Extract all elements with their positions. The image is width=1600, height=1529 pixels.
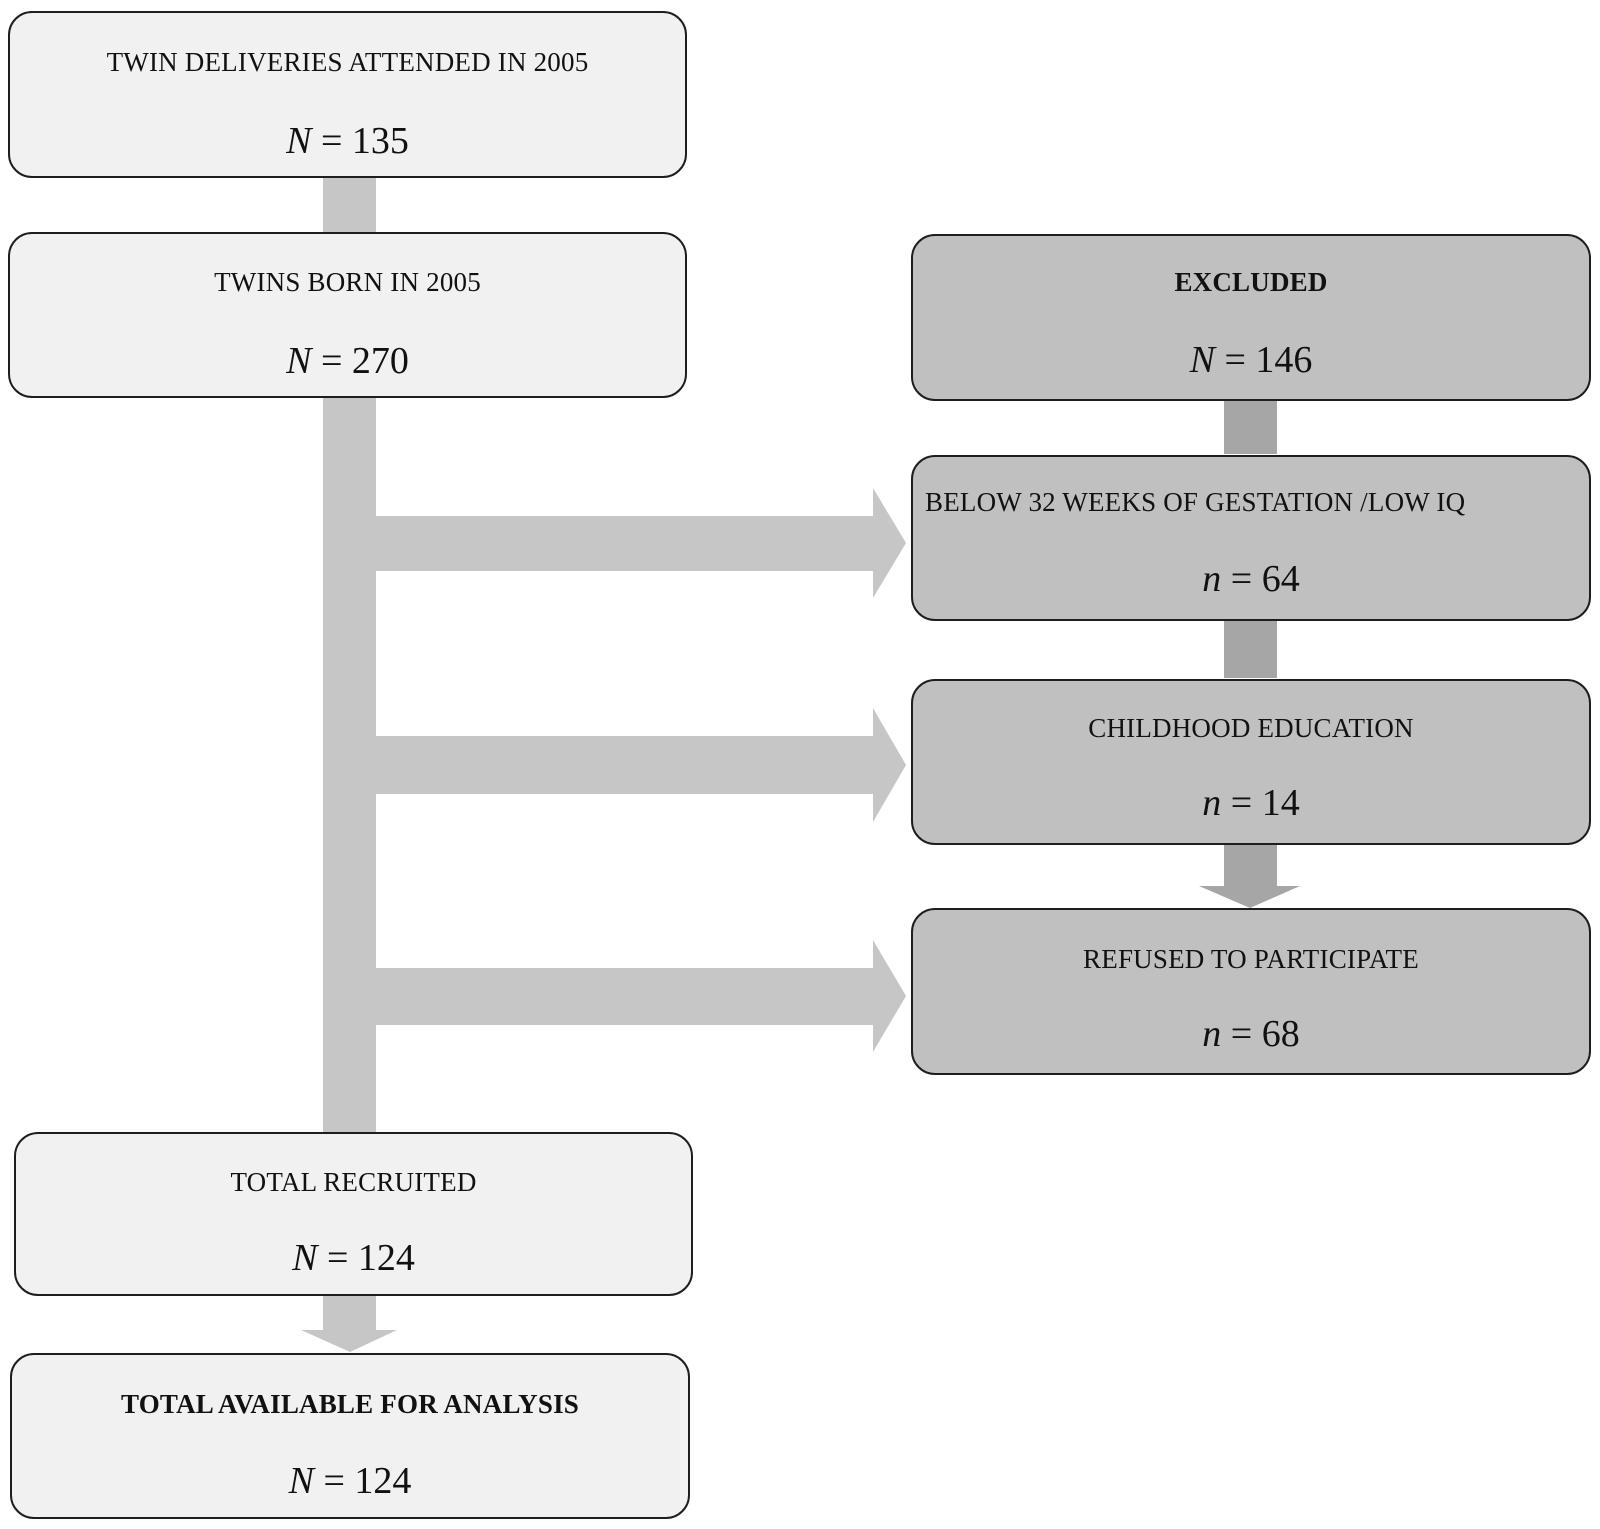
count-value: 124 — [357, 1237, 415, 1279]
count-value: 68 — [1261, 1013, 1300, 1055]
box-label: REFUSED TO PARTICIPATE — [1083, 944, 1419, 974]
box-label: BELOW 32 WEEKS OF GESTATION /LOW IQ — [925, 487, 1466, 517]
box-label: EXCLUDED — [1174, 267, 1328, 297]
box-total-available: TOTAL AVAILABLE FOR ANALYSIS N = 124 — [10, 1353, 690, 1519]
count-variable: n — [1202, 1013, 1222, 1055]
box-label: TOTAL RECRUITED — [230, 1167, 477, 1197]
connector-born-to-recruited — [323, 398, 376, 1132]
arrow-to-childhood-education — [376, 708, 906, 822]
box-label: TOTAL AVAILABLE FOR ANALYSIS — [120, 1389, 580, 1419]
box-childhood-education: CHILDHOOD EDUCATION n = 14 — [911, 679, 1591, 845]
connector-below-32-to-childhood — [1224, 621, 1277, 678]
box-count: N = 146 — [1189, 339, 1313, 381]
box-total-recruited: TOTAL RECRUITED N = 124 — [14, 1132, 693, 1296]
count-variable: N — [292, 1237, 318, 1279]
arrow-recruited-to-available — [301, 1296, 397, 1352]
arrow-to-below-32-weeks — [376, 488, 906, 598]
arrow-to-refused — [376, 940, 906, 1052]
box-refused: REFUSED TO PARTICIPATE n = 68 — [911, 908, 1591, 1075]
box-label: CHILDHOOD EDUCATION — [1088, 713, 1414, 743]
arrow-childhood-to-refused — [1199, 845, 1300, 908]
count-variable: N — [286, 340, 312, 382]
box-count: n = 14 — [1202, 782, 1300, 824]
count-value: 146 — [1255, 339, 1313, 381]
count-variable: n — [1202, 782, 1222, 824]
box-twins-born: TWINS BORN IN 2005 N = 270 — [8, 232, 687, 398]
box-count: N = 124 — [292, 1237, 415, 1279]
count-variable: N — [288, 1460, 314, 1502]
count-value: 270 — [351, 340, 409, 382]
count-variable: n — [1202, 558, 1222, 600]
connector-excluded-to-below-32 — [1224, 401, 1277, 454]
box-count: N = 270 — [286, 340, 409, 382]
count-value: 14 — [1261, 782, 1300, 824]
connector-deliveries-to-born — [323, 178, 376, 232]
count-variable: N — [286, 120, 312, 162]
box-count: N = 135 — [286, 120, 409, 162]
box-count: n = 64 — [1202, 558, 1300, 600]
box-excluded: EXCLUDED N = 146 — [911, 234, 1591, 401]
box-count: n = 68 — [1202, 1013, 1300, 1055]
box-count: N = 124 — [288, 1460, 412, 1502]
count-variable: N — [1189, 339, 1215, 381]
box-label: TWIN DELIVERIES ATTENDED IN 2005 — [106, 47, 589, 77]
box-label: TWINS BORN IN 2005 — [214, 267, 481, 297]
count-value: 135 — [351, 120, 409, 162]
count-value: 64 — [1261, 558, 1300, 600]
box-below-32-weeks: BELOW 32 WEEKS OF GESTATION /LOW IQ n = … — [911, 455, 1591, 621]
box-twin-deliveries: TWIN DELIVERIES ATTENDED IN 2005 N = 135 — [8, 11, 687, 178]
count-value: 124 — [354, 1460, 412, 1502]
